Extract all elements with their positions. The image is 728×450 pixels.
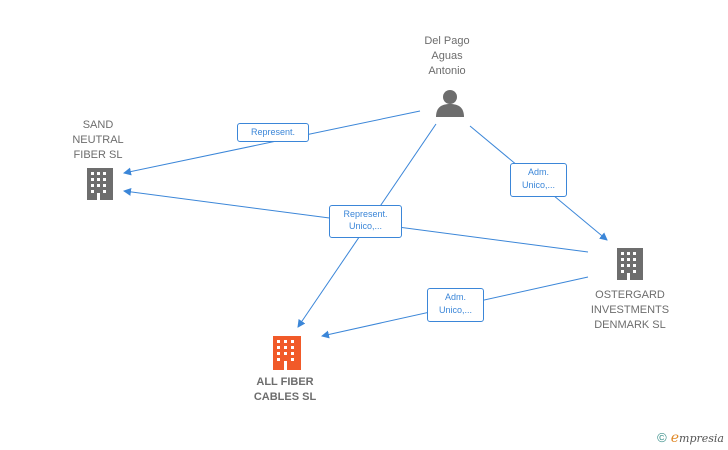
allfiber-label-line: ALL FIBER — [256, 376, 314, 388]
edge-label-line: Adm. — [527, 167, 549, 177]
ostergard-label-line: OSTERGARD — [595, 289, 665, 301]
brand-watermark: ©empresia — [657, 430, 724, 446]
sand-label-line: FIBER SL — [73, 149, 123, 161]
person-label[interactable]: Del Pago Aguas Antonio — [405, 34, 489, 79]
edge-label-line: Unico,... — [348, 221, 382, 231]
sand-label-line: NEUTRAL — [72, 134, 124, 146]
edge-label-person-sand[interactable]: Represent. — [237, 123, 309, 142]
edge-label-line: Adm. — [444, 292, 466, 302]
person-label-line: Del Pago — [424, 35, 470, 47]
person-label-line: Aguas — [431, 50, 463, 62]
edge-label-person-ostergard[interactable]: Adm. Unico,... — [510, 163, 567, 197]
sand-label-line: SAND — [82, 119, 114, 131]
person-label-line: Antonio — [428, 65, 466, 77]
allfiber-building-icon[interactable] — [273, 336, 301, 370]
ostergard-building-icon[interactable] — [617, 248, 643, 280]
copyright-symbol: © — [657, 430, 667, 445]
brand-name: mpresia — [679, 432, 724, 445]
edge-label-line: Represent. — [343, 209, 388, 219]
person-icon[interactable] — [436, 90, 464, 117]
sand-label[interactable]: SAND NEUTRAL FIBER SL — [56, 118, 140, 163]
allfiber-label-line: CABLES SL — [253, 391, 317, 403]
edge-label-ostergard-allfiber[interactable]: Adm. Unico,... — [427, 288, 484, 322]
brand-initial: e — [670, 430, 680, 446]
edge-label-center[interactable]: Represent. Unico,... — [329, 205, 402, 238]
allfiber-label[interactable]: ALL FIBER CABLES SL — [240, 375, 330, 405]
edge-label-line: Unico,... — [438, 305, 472, 315]
ostergard-label[interactable]: OSTERGARD INVESTMENTS DENMARK SL — [575, 288, 685, 333]
ostergard-label-line: DENMARK SL — [594, 319, 666, 331]
sand-building-icon[interactable] — [87, 168, 113, 200]
edge-label-line: Represent. — [250, 127, 296, 137]
ostergard-label-line: INVESTMENTS — [590, 304, 670, 316]
edge-person-to-sand — [123, 110, 421, 176]
edge-label-line: Unico,... — [521, 180, 555, 190]
